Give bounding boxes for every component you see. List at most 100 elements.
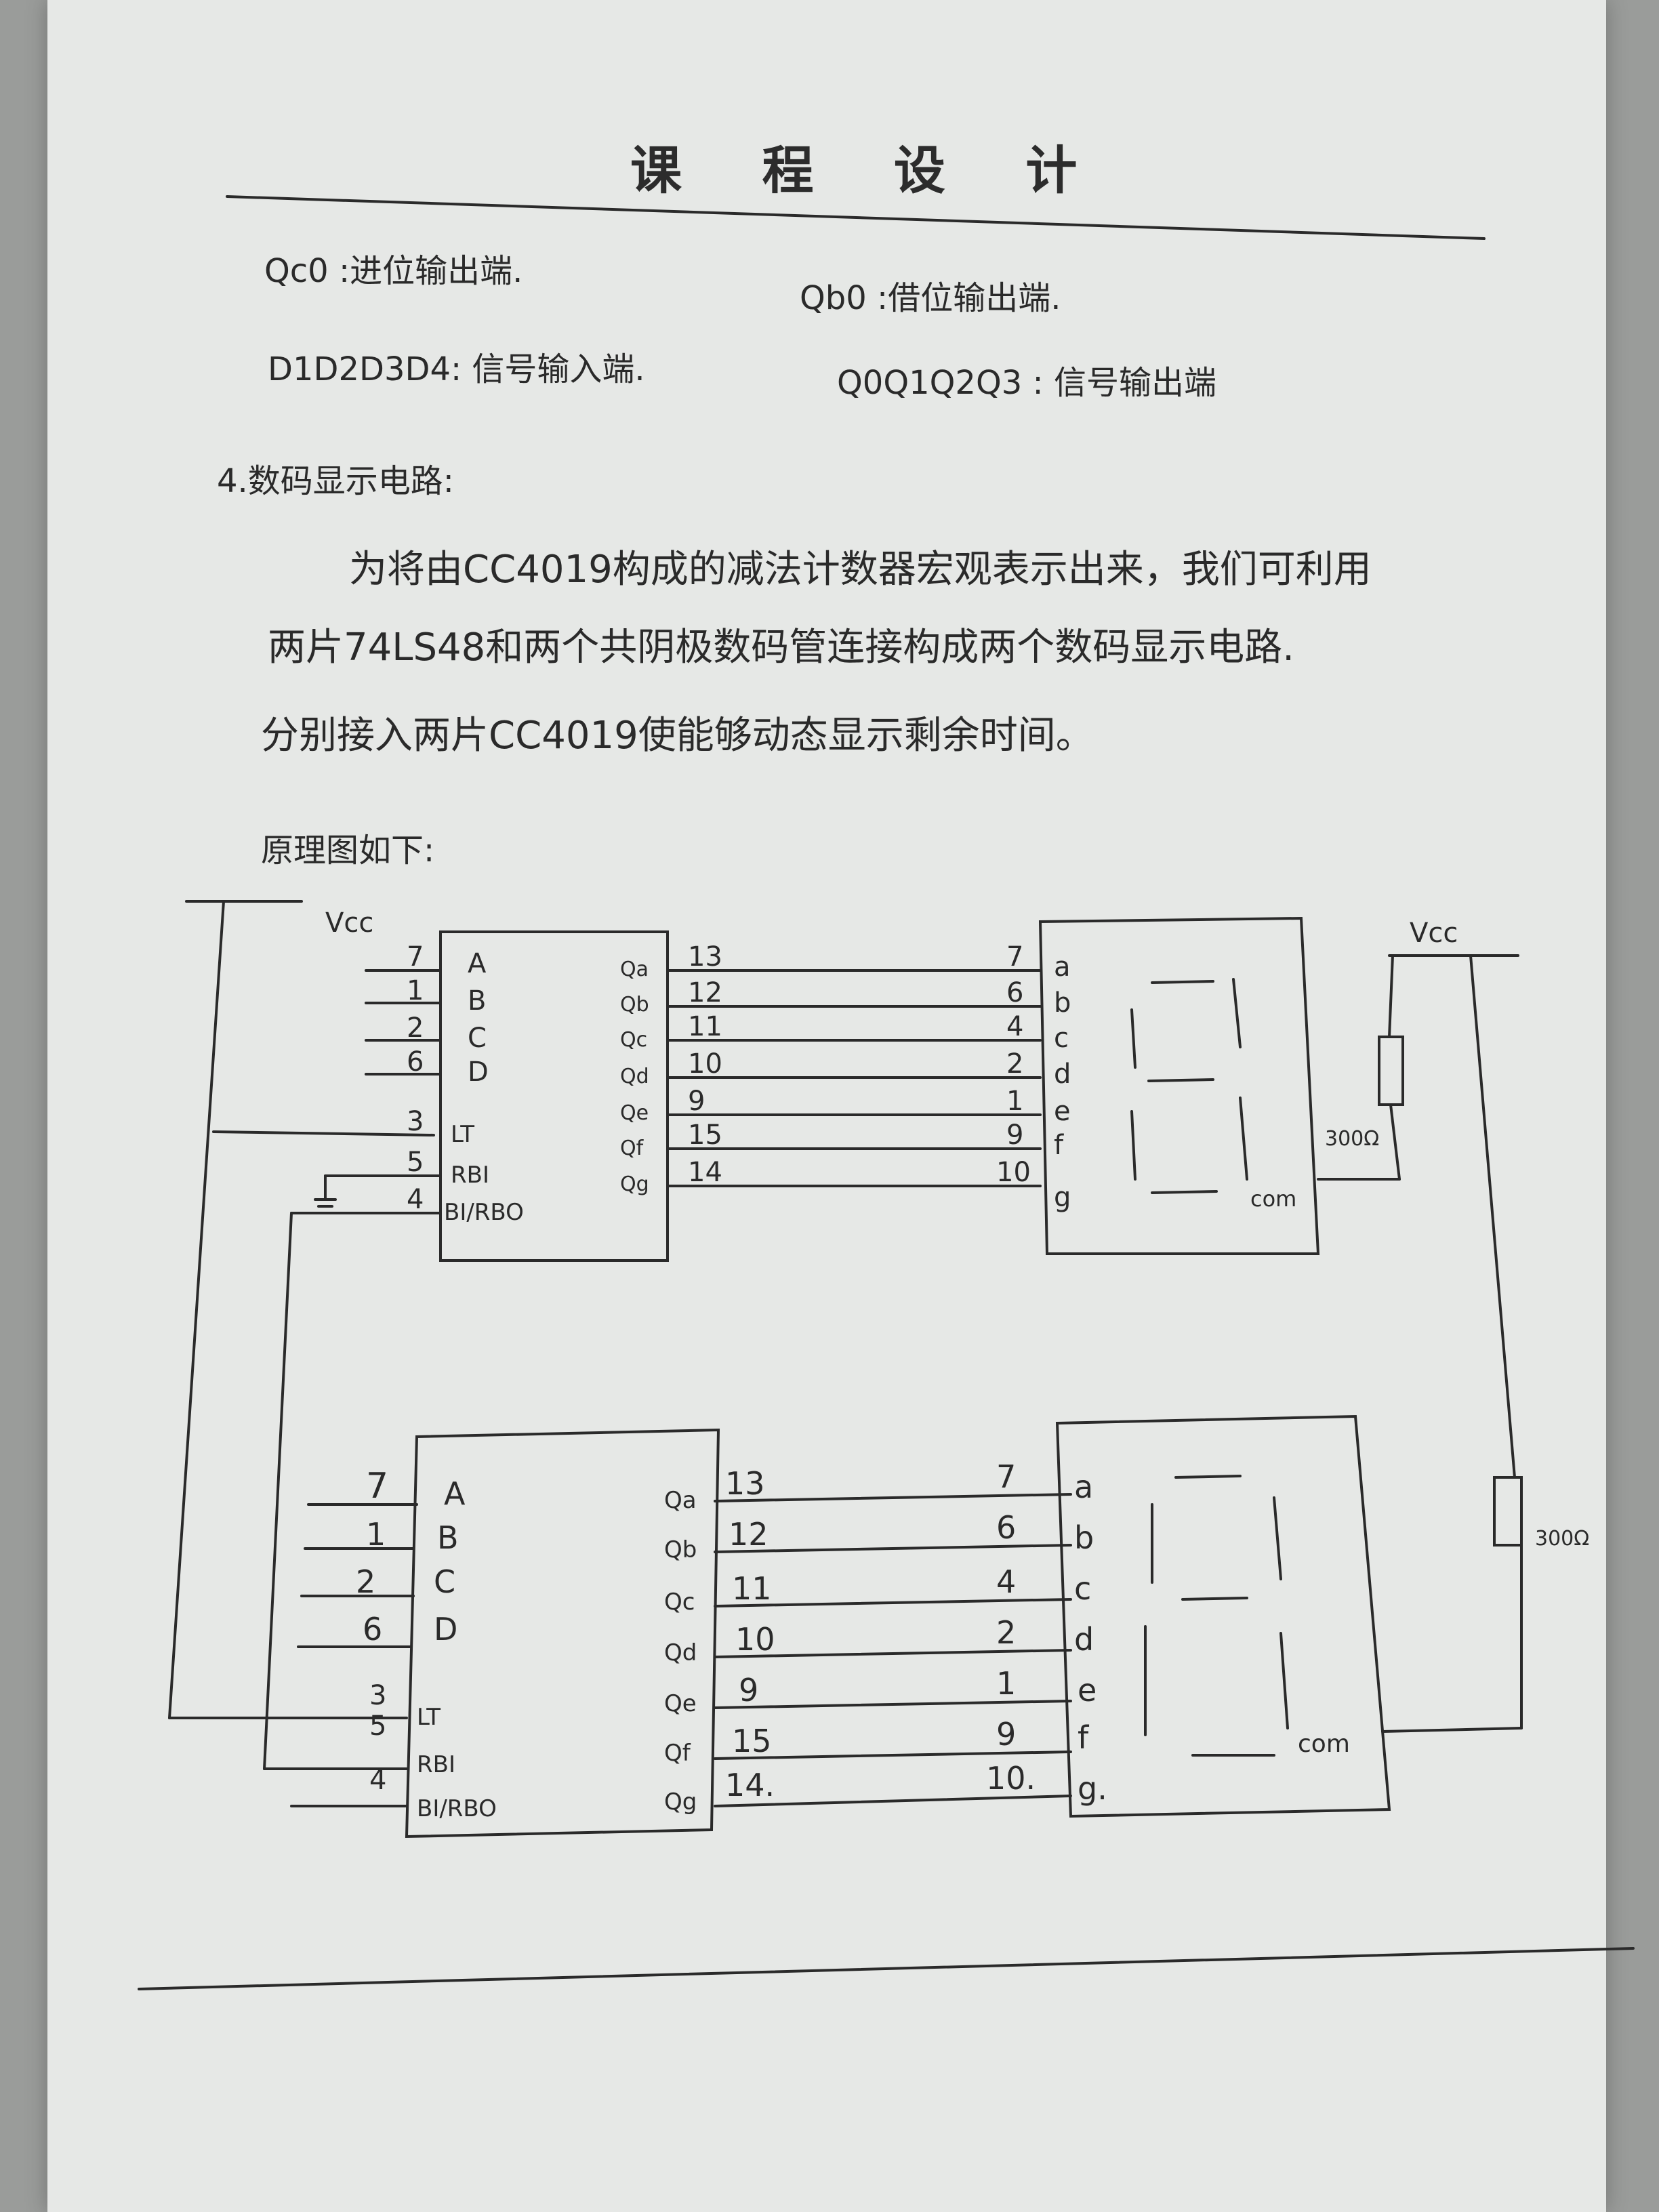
chip2-pin-ctrl-0: 3 (369, 1680, 386, 1711)
resistor-2 (1493, 1476, 1523, 1547)
display2-pin-6: 10. (986, 1760, 1036, 1797)
display1-seg-0: a (1054, 951, 1071, 983)
chip1-out-label-5: Qf (620, 1136, 644, 1160)
chip2-out-label-4: Qe (664, 1690, 697, 1717)
definition-qb0: Qb0 :借位输出端. (800, 279, 1061, 317)
chip1-label-a: A (468, 948, 487, 979)
chip1-out-pin-4: 9 (688, 1086, 705, 1117)
chip1-label-lt: LT (451, 1121, 474, 1148)
display2-seg-0: a (1074, 1469, 1093, 1505)
display1-com: com (1250, 1186, 1296, 1212)
chip1-out-pin-5: 15 (688, 1120, 722, 1151)
resistor-1-label: 300Ω (1325, 1127, 1379, 1151)
paragraph-line-1: 为将由CC4019构成的减法计数器宏观表示出来，我们可利用 (349, 548, 1372, 592)
chip1-out-pin-3: 10 (688, 1048, 722, 1080)
resistor-1 (1378, 1036, 1404, 1106)
definition-q-outputs: Q0Q1Q2Q3 : 信号输出端 (837, 364, 1216, 402)
paragraph-line-2: 两片74LS48和两个共阴极数码管连接构成两个数码显示电路. (268, 626, 1295, 670)
display2-seg-3: d (1074, 1621, 1094, 1658)
chip2-label-a: A (444, 1475, 466, 1512)
display2-body (1055, 1414, 1391, 1818)
chip2-out-pin-1: 12 (729, 1516, 769, 1553)
chip1-label-d: D (468, 1057, 489, 1088)
chip2-out-label-1: Qb (664, 1536, 697, 1563)
left-bus-wire (168, 900, 225, 1719)
display1-pin-6: 10 (996, 1157, 1031, 1188)
chip2-out-pin-0: 13 (725, 1465, 765, 1502)
chip1-pin-ctrl-0: 3 (407, 1106, 424, 1137)
chip2-label-bi: BI/RBO (417, 1795, 497, 1822)
display2-pin-3: 2 (996, 1614, 1016, 1651)
chip1-out-pin-0: 13 (688, 941, 722, 972)
chip1-label-b: B (468, 985, 486, 1017)
chip1-label-bi: BI/RBO (444, 1199, 524, 1226)
resistor-2-label: 300Ω (1535, 1527, 1589, 1551)
chip2-pin-in-3: 6 (363, 1611, 382, 1647)
display1-seg-6: g (1054, 1182, 1071, 1213)
chip1-label-c: C (468, 1023, 487, 1054)
display1-pin-2: 4 (1006, 1011, 1023, 1042)
chip2-pin-in-2: 2 (356, 1563, 375, 1600)
diagram-caption: 原理图如下: (261, 832, 435, 869)
display1-pin-3: 2 (1006, 1048, 1023, 1080)
vcc-right-label: Vcc (1410, 918, 1458, 949)
chip2-out-label-2: Qc (664, 1589, 695, 1616)
chip1-out-label-3: Qd (620, 1065, 649, 1088)
chip2-out-pin-5: 15 (732, 1723, 772, 1759)
chip2-out-label-5: Qf (664, 1740, 691, 1767)
display1-pin-1: 6 (1006, 977, 1023, 1008)
chip2-out-label-3: Qd (664, 1639, 697, 1666)
chip2-pin-ctrl-1: 5 (369, 1711, 386, 1742)
chip1-pin-in-1: 1 (407, 975, 424, 1006)
footer-rule (138, 1947, 1635, 1990)
chip1-pin-in-3: 6 (407, 1046, 424, 1078)
chip2-pin-ctrl-2: 4 (369, 1765, 386, 1796)
section-heading: 4.数码显示电路: (217, 462, 454, 500)
display2-pin-2: 4 (996, 1563, 1016, 1600)
display2-seg-1: b (1074, 1519, 1094, 1556)
chip1-pin-in-0: 7 (407, 941, 424, 972)
display1-pin-5: 9 (1006, 1120, 1023, 1151)
chip1-out-label-4: Qe (620, 1101, 649, 1125)
chip2-pin-in-0: 7 (366, 1466, 388, 1507)
chip1-out-label-1: Qb (620, 993, 649, 1017)
display2-pin-4: 1 (996, 1665, 1016, 1702)
display2-com: com (1298, 1730, 1350, 1758)
notebook-page (47, 0, 1606, 2212)
page-title: 课 程 设 计 (630, 140, 1109, 201)
chip2-out-pin-4: 9 (739, 1672, 758, 1708)
display2-seg-6: g. (1078, 1770, 1107, 1807)
chip2-label-rbi: RBI (417, 1751, 455, 1778)
chip1-pin-in-2: 2 (407, 1012, 424, 1044)
display2-seg-5: f (1078, 1719, 1090, 1756)
display2-pin-0: 7 (996, 1458, 1016, 1495)
chip1-out-label-0: Qa (620, 958, 649, 981)
display1-seg-3: d (1054, 1059, 1071, 1090)
display2-pin-1: 6 (996, 1509, 1016, 1546)
chip2-label-d: D (434, 1611, 457, 1647)
display1-pin-4: 1 (1006, 1086, 1023, 1117)
header-rule (226, 195, 1486, 240)
display1-body (1038, 916, 1320, 1255)
chip1-lt-wire (212, 1130, 435, 1136)
chip2-label-c: C (434, 1563, 455, 1600)
chip1-pin-ctrl-2: 4 (407, 1184, 424, 1215)
display1-seg-5: f (1054, 1130, 1064, 1161)
chip1-out-label-6: Qg (620, 1172, 649, 1196)
chip2-out-label-0: Qa (664, 1487, 697, 1514)
chip2-out-label-6: Qg (664, 1788, 697, 1816)
display1-seg-4: e (1054, 1096, 1071, 1127)
chip1-label-rbi: RBI (451, 1162, 489, 1189)
chip1-out-label-2: Qc (620, 1028, 647, 1052)
chip1-out-pin-1: 12 (688, 977, 722, 1008)
chip1-body (439, 930, 669, 1262)
display1-pin-0: 7 (1006, 941, 1023, 972)
chip2-pin-in-1: 1 (366, 1516, 386, 1553)
display2-seg-4: e (1078, 1672, 1097, 1708)
definition-qc0: Qc0 :进位输出端. (264, 252, 523, 290)
chip1-pin-ctrl-1: 5 (407, 1147, 424, 1178)
display2-seg-2: c (1074, 1570, 1091, 1607)
definition-d-inputs: D1D2D3D4: 信号输入端. (268, 350, 645, 388)
chip1-out-pin-6: 14 (688, 1157, 722, 1188)
